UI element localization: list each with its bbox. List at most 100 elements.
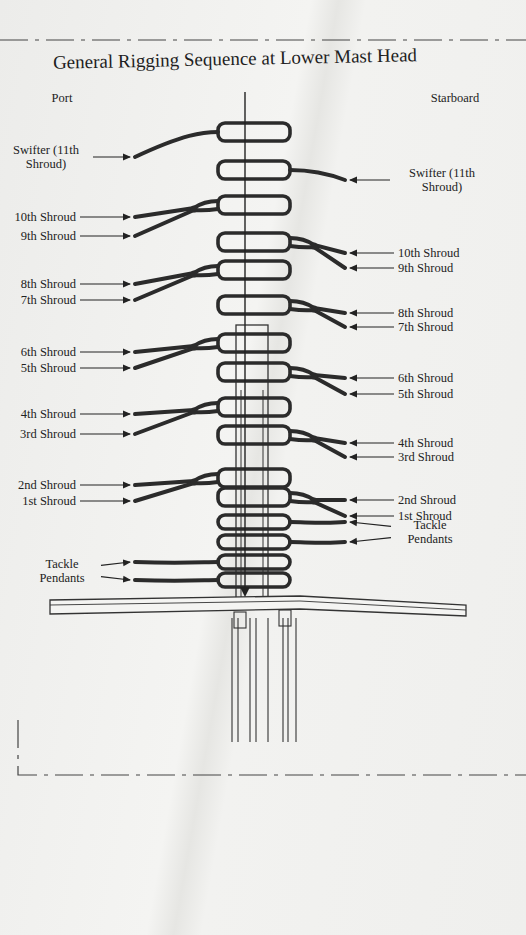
shroud-loop <box>218 426 290 444</box>
cheek-block <box>279 610 291 626</box>
leader-arrow <box>101 562 130 565</box>
seizing <box>311 306 318 313</box>
leader-arrow <box>350 456 394 457</box>
shroud-rope <box>290 309 345 327</box>
lower-mast-line <box>267 618 268 742</box>
shroud-rope <box>290 501 345 516</box>
mast-centre-line <box>244 92 245 590</box>
shroud-rope <box>290 439 345 457</box>
part-label: Swifter (11th Shroud) <box>3 143 89 171</box>
shroud-rope <box>135 411 218 434</box>
leader-arrow <box>101 577 130 580</box>
part-label: 2nd Shroud <box>398 493 456 507</box>
shroud-rope <box>290 376 345 394</box>
leader-arrow <box>350 252 394 253</box>
leader-arrow <box>80 367 130 368</box>
seizing <box>311 436 318 443</box>
part-label: 5th Shroud <box>21 361 76 375</box>
part-label: 4th Shroud <box>21 407 76 421</box>
cheek-block <box>234 612 246 628</box>
mast-head <box>236 325 268 600</box>
leader-arrow <box>80 351 130 352</box>
part-label: 3rd Shroud <box>398 450 454 464</box>
leader-arrow <box>350 522 391 526</box>
part-label: 7th Shroud <box>398 320 453 334</box>
leader-arrow <box>80 413 130 414</box>
leader-arrow <box>350 515 394 516</box>
seizing <box>191 479 198 486</box>
leader-arrow <box>350 538 391 542</box>
part-label: Tackle Pendants <box>395 518 465 546</box>
lower-mast-line <box>237 618 238 742</box>
shroud-loop <box>218 123 290 141</box>
trestle-tree <box>50 601 466 610</box>
leader-arrow <box>350 377 394 378</box>
part-label: 8th Shroud <box>21 277 76 291</box>
shroud-rope <box>135 347 218 368</box>
shroud-rope <box>290 540 345 545</box>
shroud-rope <box>135 132 218 157</box>
shroud-rope <box>135 578 218 583</box>
side-heading: Port <box>52 91 73 105</box>
leader-arrow <box>80 216 130 217</box>
shroud-loop <box>218 196 290 214</box>
leader-arrow <box>350 442 394 443</box>
part-label: Tackle Pendants <box>27 557 97 585</box>
part-label: 3rd Shroud <box>20 427 76 441</box>
shroud-loop <box>218 515 290 529</box>
seizing <box>311 243 318 250</box>
leader-arrow <box>350 499 394 500</box>
leader-arrow <box>80 433 130 434</box>
shroud-loop <box>218 469 290 487</box>
part-label: 10th Shroud <box>15 210 76 224</box>
shroud-rope <box>290 493 345 500</box>
part-label: 4th Shroud <box>398 436 453 450</box>
lower-mast-line <box>231 618 232 742</box>
mast-arrow <box>240 587 250 597</box>
part-label: 9th Shroud <box>398 261 453 275</box>
seizing <box>191 408 198 415</box>
shroud-rope <box>135 209 218 236</box>
leader-arrow <box>80 500 130 501</box>
shroud-rope <box>135 482 218 501</box>
seizing <box>191 344 198 351</box>
shroud-rope <box>290 520 345 525</box>
shroud-loop <box>218 488 290 506</box>
leader-arrow <box>80 283 130 284</box>
shroud-loop <box>218 363 290 381</box>
leader-arrow <box>80 299 130 300</box>
part-label: 1st Shroud <box>22 494 76 508</box>
part-label: Swifter (11th Shroud) <box>394 166 490 194</box>
part-label: 6th Shroud <box>21 345 76 359</box>
part-label: 10th Shroud <box>398 246 459 260</box>
leader-arrow <box>350 179 390 180</box>
shroud-loop <box>218 233 290 251</box>
shroud-rope <box>290 246 345 268</box>
side-heading: Starboard <box>431 91 480 105</box>
shroud-rope <box>290 170 345 180</box>
leader-arrow <box>350 312 394 313</box>
border-line <box>0 39 526 40</box>
seizing <box>191 271 198 278</box>
shroud-loop <box>218 334 290 352</box>
leader-arrow <box>350 267 394 268</box>
leader-arrow <box>350 326 394 327</box>
title: General Rigging Sequence at Lower Mast H… <box>0 43 470 75</box>
lower-mast-line <box>249 618 250 742</box>
leader-arrow <box>80 235 130 236</box>
shroud-loop <box>218 296 290 314</box>
border-line <box>18 720 526 775</box>
part-label: 6th Shroud <box>398 371 453 385</box>
trestle-tree <box>50 596 466 616</box>
part-label: 9th Shroud <box>21 229 76 243</box>
seizing <box>311 373 318 380</box>
lower-mast-line <box>295 618 296 742</box>
shroud-loop <box>218 398 290 416</box>
shroud-loop <box>218 535 290 549</box>
lower-mast-line <box>287 618 288 742</box>
part-label: 5th Shroud <box>398 387 453 401</box>
lower-mast-line <box>282 618 283 742</box>
leader-arrow <box>93 156 130 157</box>
leader-arrow <box>80 484 130 485</box>
